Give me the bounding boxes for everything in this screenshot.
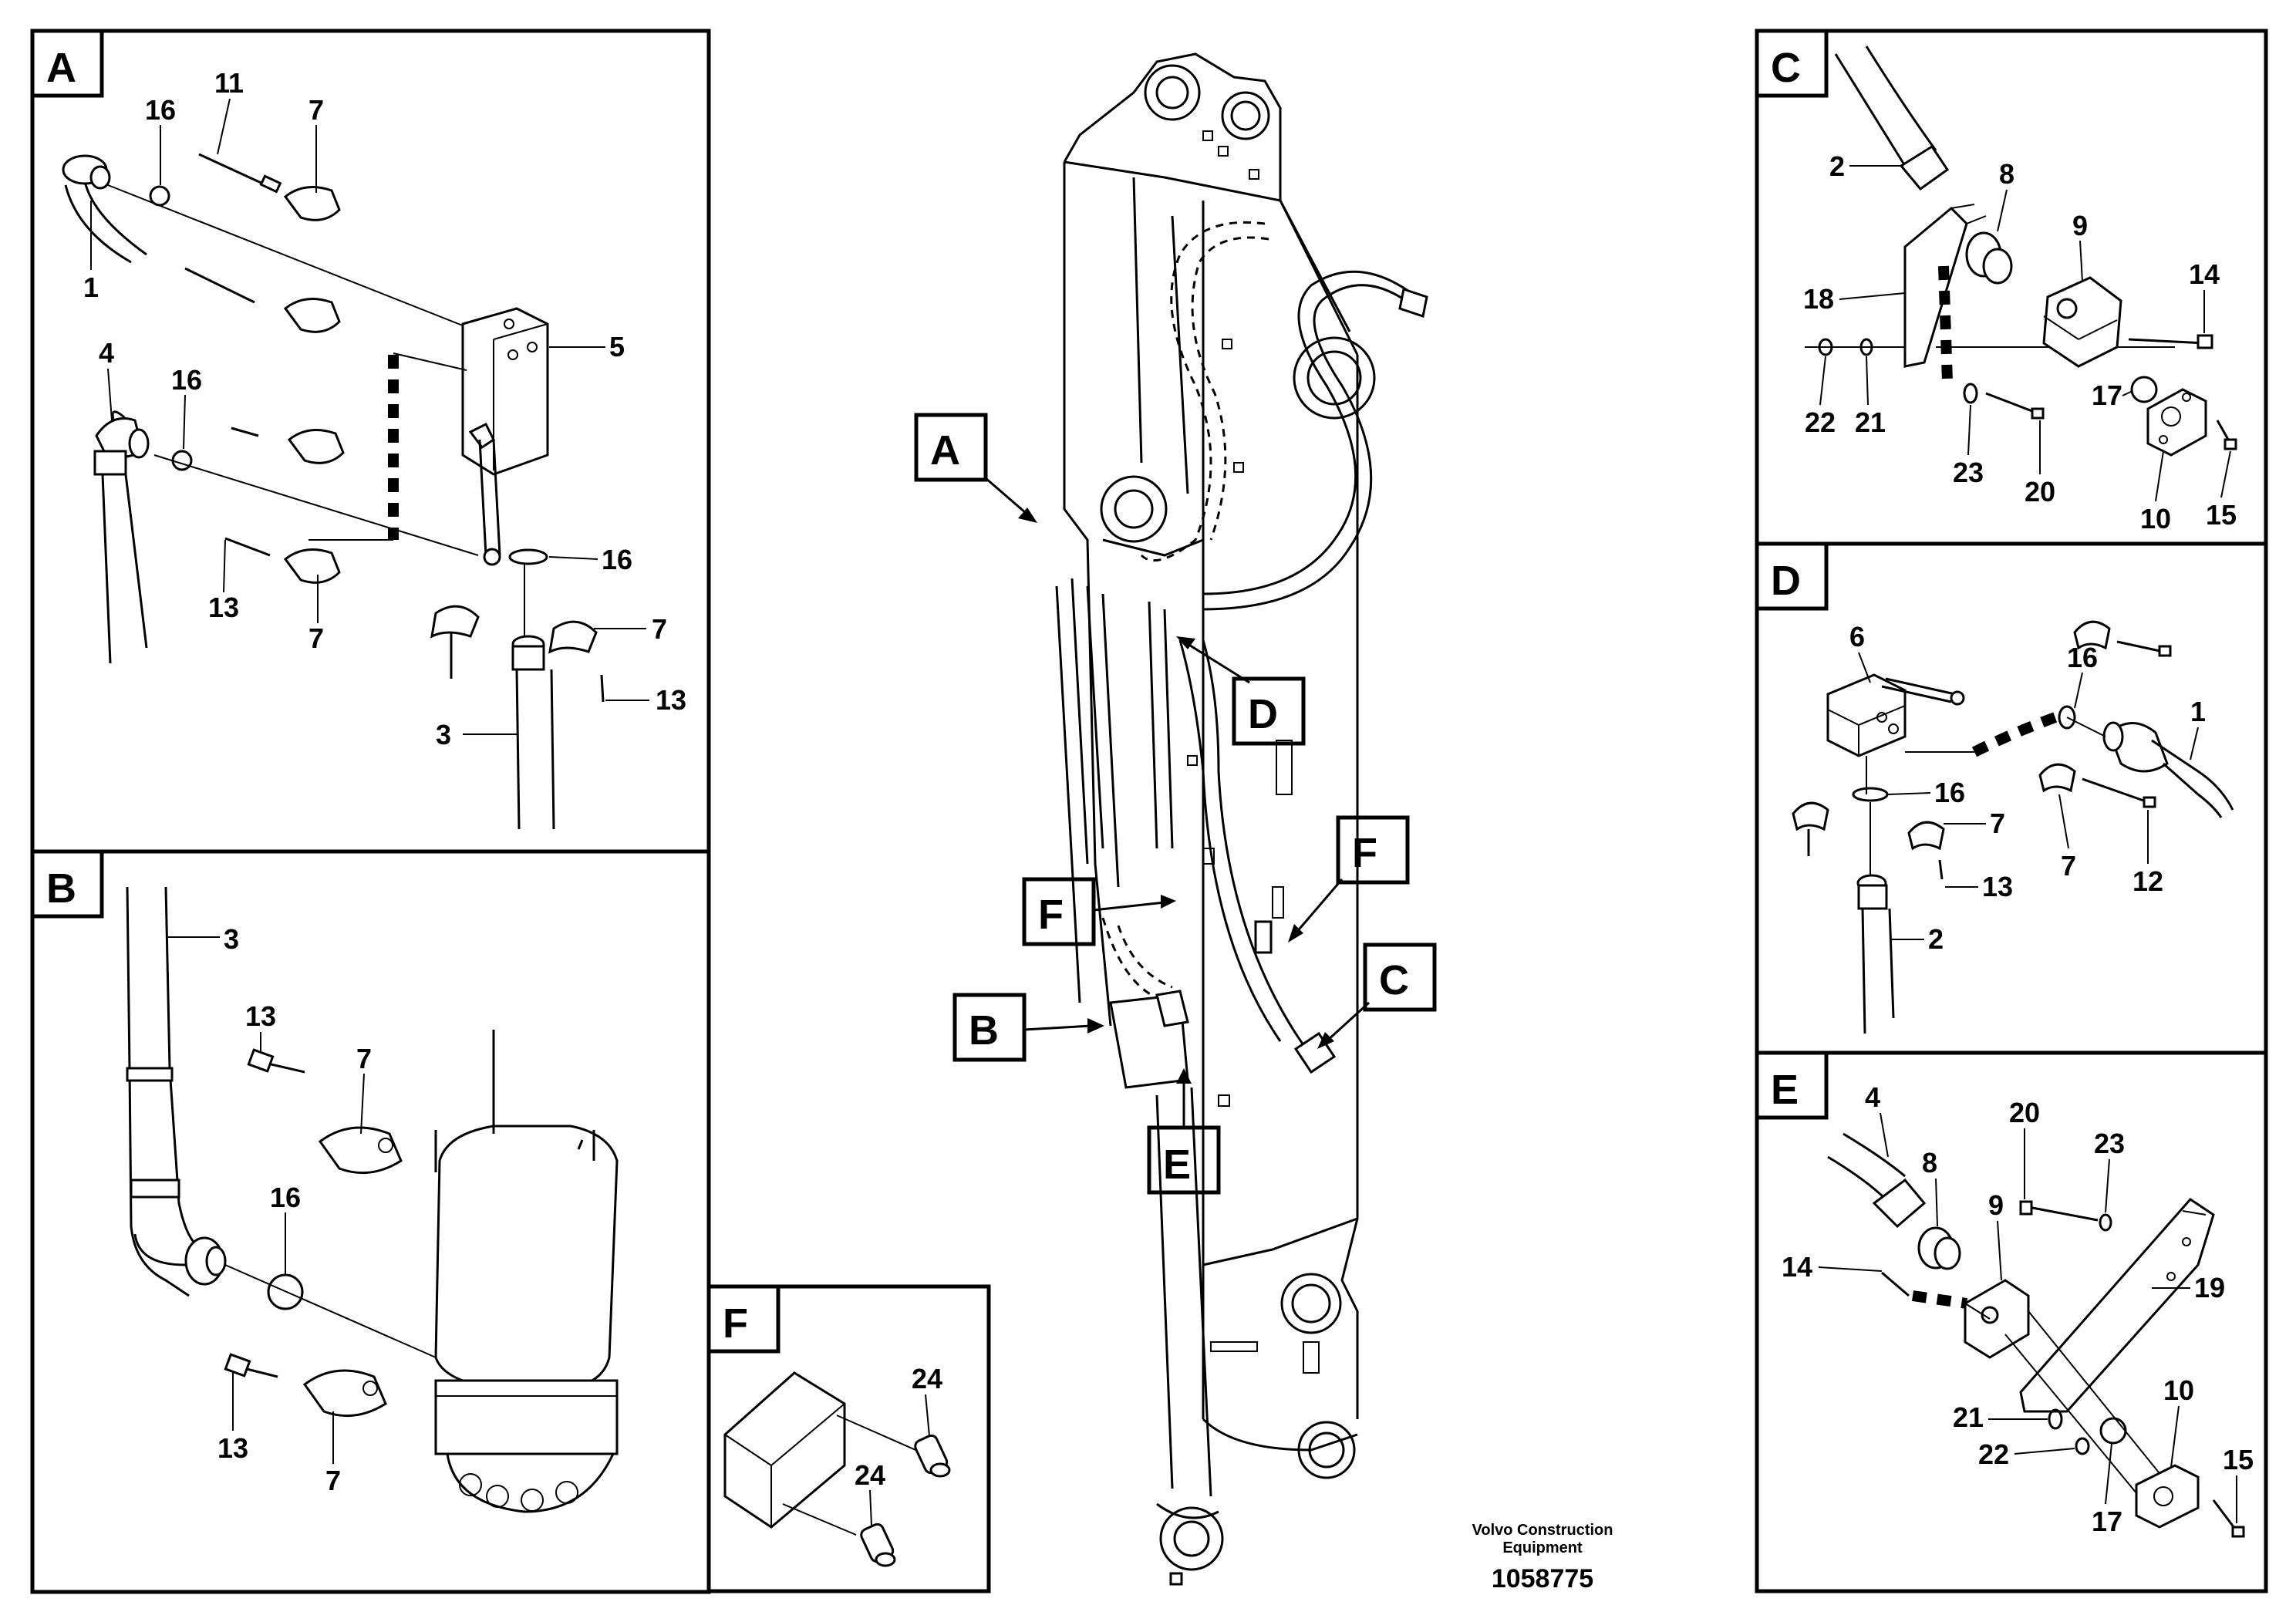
callout-a-3: 3 — [436, 719, 451, 750]
callout-a-7: 7 — [308, 94, 324, 126]
callout-f-24: 24 — [912, 1363, 942, 1394]
callout-c-18: 18 — [1803, 283, 1834, 315]
panel-d-label: D — [1771, 558, 1801, 604]
callout-c-17: 17 — [2092, 379, 2122, 411]
callout-e-10: 10 — [2163, 1374, 2194, 1406]
callout-a-7-c: 7 — [652, 613, 667, 645]
panel-c: C 2 — [1755, 29, 2268, 546]
callout-c-20: 20 — [2025, 476, 2055, 508]
footer: Volvo Construction Equipment 1058775 — [1472, 1522, 1613, 1593]
callout-e-17: 17 — [2092, 1506, 2122, 1537]
callout-e-15: 15 — [2223, 1444, 2254, 1475]
callout-e-20: 20 — [2009, 1097, 2040, 1128]
callout-c-15: 15 — [2206, 499, 2237, 531]
callout-d-16: 16 — [2067, 642, 2098, 673]
callout-a-4: 4 — [99, 337, 114, 369]
panel-b-label: B — [46, 865, 76, 912]
panel-f-label: F — [723, 1300, 748, 1347]
main-callout-d: D — [1248, 691, 1278, 737]
callout-c-10: 10 — [2140, 503, 2171, 534]
panel-e: E 4 20 23 — [1755, 1050, 2268, 1593]
callout-b-13-b: 13 — [217, 1432, 248, 1464]
callout-f-24-b: 24 — [855, 1459, 885, 1491]
callout-e-22: 22 — [1978, 1438, 2009, 1470]
callout-d-7-b: 7 — [2061, 850, 2076, 882]
callout-d-13: 13 — [1982, 871, 2013, 902]
callout-c-23: 23 — [1953, 457, 1984, 488]
callout-c-9: 9 — [2072, 210, 2088, 241]
panel-a: A — [30, 29, 711, 854]
callout-b-7-b: 7 — [325, 1465, 341, 1496]
callout-d-7: 7 — [1990, 808, 2005, 839]
panel-b: B 3 13 — [30, 849, 711, 1594]
main-callout-c: C — [1379, 957, 1409, 1003]
callout-d-16-b: 16 — [1934, 777, 1965, 808]
company-name-line1: Volvo Construction — [1472, 1522, 1613, 1539]
callout-b-7: 7 — [356, 1043, 372, 1074]
callout-e-9: 9 — [1988, 1189, 2004, 1221]
callout-e-14: 14 — [1782, 1251, 1812, 1283]
callout-d-2: 2 — [1928, 923, 1944, 955]
main-callout-e: E — [1163, 1141, 1191, 1188]
main-callout-f-right: F — [1352, 830, 1377, 876]
callout-c-2: 2 — [1829, 150, 1845, 182]
callout-a-16-b: 16 — [171, 364, 202, 396]
callout-a-11: 11 — [214, 67, 244, 99]
panel-e-label: E — [1771, 1067, 1799, 1113]
main-callout-a: A — [930, 427, 960, 474]
callout-a-5: 5 — [609, 331, 625, 363]
callout-d-6: 6 — [1849, 621, 1865, 653]
callout-b-16: 16 — [270, 1182, 301, 1213]
callout-c-14: 14 — [2189, 258, 2220, 290]
panel-c-label: C — [1771, 45, 1801, 91]
callout-b-3: 3 — [224, 923, 239, 955]
panel-f: F 24 24 — [706, 1284, 991, 1593]
callout-d-12: 12 — [2132, 865, 2163, 897]
callout-e-4: 4 — [1865, 1081, 1880, 1113]
callout-c-22: 22 — [1805, 406, 1836, 438]
callout-a-16-c: 16 — [602, 544, 632, 575]
callout-c-8: 8 — [1999, 158, 2014, 190]
callout-c-21: 21 — [1855, 406, 1886, 438]
callout-a-7-b: 7 — [308, 622, 324, 654]
callout-a-13-b: 13 — [656, 684, 686, 716]
callout-a-16: 16 — [145, 94, 176, 126]
company-name-line2: Equipment — [1502, 1539, 1583, 1556]
callout-d-1: 1 — [2190, 696, 2206, 727]
main-callout-b: B — [969, 1007, 999, 1054]
main-callout-f-left: F — [1038, 892, 1064, 938]
main-callouts: A D F F C B E — [914, 413, 1437, 1195]
document-number: 1058775 — [1492, 1564, 1593, 1593]
callout-b-13: 13 — [245, 1000, 276, 1032]
panel-d: D — [1755, 541, 2268, 1055]
callout-e-21: 21 — [1953, 1401, 1984, 1433]
callout-e-19: 19 — [2194, 1272, 2225, 1303]
panel-a-label: A — [46, 45, 76, 91]
callout-a-1: 1 — [83, 271, 99, 303]
callout-a-13: 13 — [208, 592, 239, 623]
callout-e-8: 8 — [1922, 1147, 1937, 1179]
callout-e-23: 23 — [2094, 1128, 2125, 1159]
